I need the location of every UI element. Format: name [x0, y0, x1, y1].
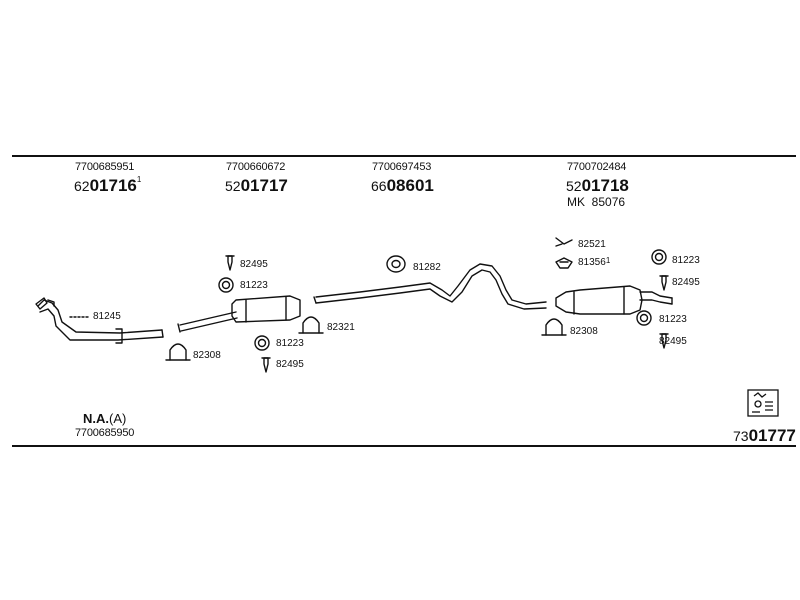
- header-part-number-3: 7700697453: [372, 161, 432, 173]
- catalog-main: 01777: [748, 426, 796, 445]
- label-82308-right: 82308: [570, 326, 598, 337]
- bottom-rule: [12, 445, 796, 447]
- header-code-2: 5201717: [225, 177, 288, 194]
- mk-number: 85076: [591, 195, 626, 209]
- gasket-81282-icon: [386, 255, 406, 273]
- ring-81223-d-icon: [636, 310, 652, 326]
- middle-muffler: [177, 295, 301, 333]
- label-81356: 813561: [578, 256, 611, 268]
- catalog-prefix: 73: [733, 428, 749, 444]
- label-81223-d: 81223: [659, 314, 687, 325]
- code-prefix: 62: [74, 178, 90, 194]
- bolt-82495-b-icon: [261, 357, 271, 373]
- code-prefix: 52: [566, 178, 582, 194]
- header-part-number-2: 7700660672: [226, 161, 286, 173]
- label-81282: 81282: [413, 262, 441, 273]
- manual-book-icon: [747, 389, 779, 417]
- ring-81223-a-icon: [218, 277, 234, 293]
- ring-81223-c-icon: [651, 249, 667, 265]
- intermediate-pipe: [313, 263, 547, 310]
- na-suffix: (A): [109, 411, 127, 426]
- clamp-82321-icon: [298, 316, 324, 334]
- label-81223-a: 81223: [240, 280, 268, 291]
- bolt-82495-c-icon: [659, 275, 669, 291]
- header-code-3: 6608601: [371, 177, 434, 194]
- clamp-82308-right-icon: [541, 318, 567, 336]
- ring-81223-b-icon: [254, 335, 270, 351]
- code-main: 01717: [240, 176, 288, 195]
- code-main: 08601: [386, 176, 434, 195]
- top-rule: [12, 155, 796, 157]
- na-text: N.A.: [83, 411, 109, 426]
- label-81245: 81245: [93, 311, 121, 322]
- clamp-82308-left-icon: [165, 343, 191, 361]
- bolt-82495-d-icon: [659, 333, 669, 349]
- label-82495-d: 82495: [659, 336, 687, 347]
- header-part-number-1: 7700685951: [75, 161, 135, 173]
- catalog-code: 7301777: [733, 427, 796, 444]
- rear-muffler: [555, 285, 673, 315]
- label-82495-a: 82495: [240, 259, 268, 270]
- header-part-number-4: 7700702484: [567, 161, 627, 173]
- label-81356-number: 81356: [578, 257, 606, 268]
- label-82521: 82521: [578, 239, 606, 250]
- code-prefix: 52: [225, 178, 241, 194]
- code-main: 01716: [89, 176, 137, 195]
- code-sup: 1: [136, 175, 142, 184]
- label-82321: 82321: [327, 322, 355, 333]
- label-82308-left: 82308: [193, 350, 221, 361]
- bracket-82521-icon: [555, 237, 573, 247]
- hanger-81356-icon: [555, 257, 573, 269]
- bolt-82495-a-icon: [225, 255, 235, 271]
- code-prefix: 66: [371, 178, 387, 194]
- label-81223-c: 81223: [672, 255, 700, 266]
- label-82495-c: 82495: [672, 277, 700, 288]
- front-pipe: [35, 297, 164, 344]
- label-81223-b: 81223: [276, 338, 304, 349]
- na-label: N.A.(A): [83, 412, 126, 425]
- header-code-1: 62017161: [74, 175, 142, 195]
- header-code-4: 5201718: [566, 177, 629, 194]
- mk-line: MK 85076: [567, 196, 625, 208]
- na-part-number: 7700685950: [75, 427, 135, 439]
- code-main: 01718: [581, 176, 629, 195]
- label-81356-sup: 1: [605, 256, 611, 265]
- mk-label: MK: [567, 195, 585, 209]
- label-82495-b: 82495: [276, 359, 304, 370]
